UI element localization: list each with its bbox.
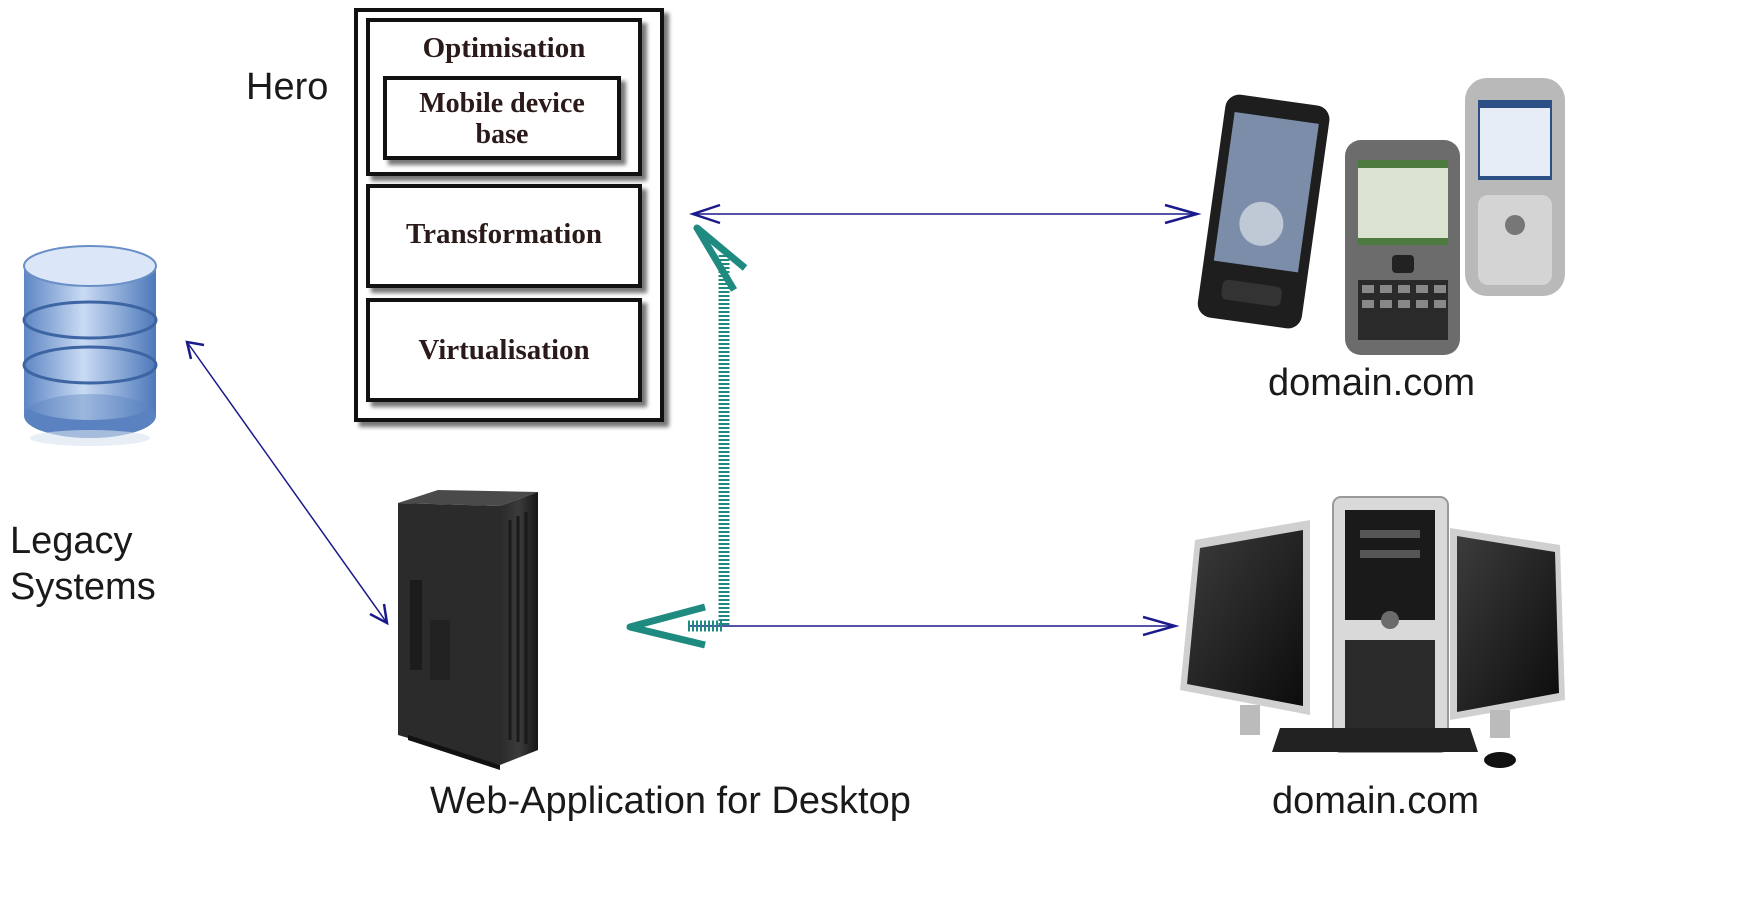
legacy-systems-label-line1: Legacy bbox=[10, 520, 133, 562]
mobile-domain-label: domain.com bbox=[1268, 362, 1475, 404]
mobile-phones-icon bbox=[1197, 78, 1565, 355]
virtualisation-label: Virtualisation bbox=[418, 334, 590, 366]
legacy-systems-label-line2: Systems bbox=[10, 566, 156, 608]
teal-flow-arrow bbox=[626, 224, 748, 649]
desktop-domain-label: domain.com bbox=[1272, 780, 1479, 822]
mobile-device-base-label-line2: base bbox=[475, 119, 529, 150]
connector-hero-mobile bbox=[689, 203, 1202, 225]
transformation-box: Transformation bbox=[366, 184, 642, 288]
connector-server-desktop bbox=[690, 615, 1180, 637]
database-icon bbox=[22, 245, 158, 446]
desktop-workstation-icon bbox=[1180, 496, 1565, 768]
mobile-device-base-box: Mobile device base bbox=[383, 76, 621, 160]
transformation-label: Transformation bbox=[405, 218, 602, 250]
server-tower-icon bbox=[398, 490, 538, 770]
connector-legacy-server bbox=[185, 340, 389, 626]
mobile-device-base-label-line1: Mobile device bbox=[419, 88, 585, 119]
web-application-label: Web-Application for Desktop bbox=[430, 780, 911, 822]
optimisation-label: Optimisation bbox=[422, 32, 586, 64]
virtualisation-box: Virtualisation bbox=[366, 298, 642, 402]
hero-label: Hero bbox=[246, 66, 329, 108]
